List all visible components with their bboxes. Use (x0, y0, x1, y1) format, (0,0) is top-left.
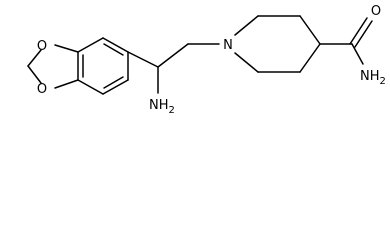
amide-subscript: 2 (380, 76, 386, 87)
carbonyl-oxygen-label: O (371, 4, 381, 19)
bond-carbonyl-double-a (349, 17, 368, 45)
bond-benzene-6 (77, 37, 104, 53)
amide-label: NH2 (360, 69, 386, 87)
bond-benzene-4 (77, 79, 104, 95)
bond-carbonyl-double-b (354, 20, 373, 48)
bond-piperidine-6 (234, 52, 259, 73)
bond-benzene-double-1 (103, 43, 124, 56)
structure-canvas: O O NH2 N O NH2 (27, 4, 386, 116)
molecule-diagram: O O NH2 N O NH2 (27, 4, 386, 116)
bond-dioxole-1 (54, 44, 79, 53)
bond-dioxole-3 (27, 49, 42, 67)
ring-oxygen-bottom-label: O (37, 82, 47, 97)
bond-carbonyl-amide (351, 43, 364, 65)
amide-text: NH (360, 69, 380, 84)
bond-aryl-ch (127, 51, 159, 68)
bond-piperidine-1 (234, 15, 259, 36)
bond-dioxole-2 (54, 79, 79, 89)
bond-benzene-3 (102, 79, 129, 95)
bond-dioxole-4 (27, 65, 42, 84)
bond-ch-ch2 (157, 43, 189, 68)
amine-text: NH (149, 98, 169, 113)
amine-subscript: 2 (169, 105, 175, 116)
bond-benzene-double-2 (103, 76, 124, 89)
amine-label: NH2 (149, 98, 175, 116)
bond-benzene-1 (102, 37, 129, 53)
piperidine-nitrogen-label: N (223, 38, 233, 53)
bond-piperidine-4 (299, 43, 321, 73)
bond-piperidine-3 (299, 15, 321, 45)
ring-oxygen-top-label: O (37, 39, 47, 54)
